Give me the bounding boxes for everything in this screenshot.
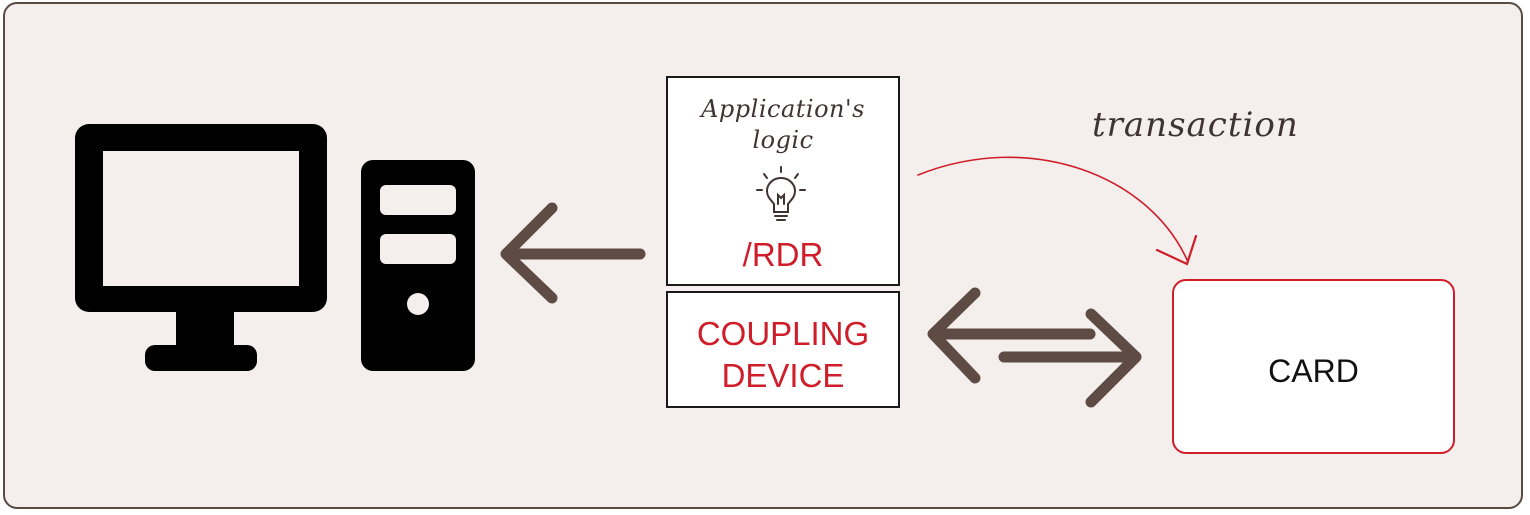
card-label: CARD — [1268, 353, 1359, 389]
application-logic-box: Application's logic — [666, 76, 900, 286]
lightbulb-icon — [752, 164, 810, 229]
transaction-label: transaction — [1092, 105, 1299, 145]
monitor-icon — [75, 124, 327, 371]
coupling-device-label: COUPLING DEVICE — [696, 315, 870, 394]
card-box: CARD — [1172, 279, 1455, 454]
transaction-arrow — [917, 156, 1198, 266]
bidirectional-arrow — [927, 287, 1142, 408]
application-logic-label: Application's logic — [701, 95, 865, 154]
coupling-device-box: COUPLING DEVICE — [666, 291, 900, 408]
rdr-label: /RDR — [742, 236, 824, 273]
computer-tower-icon — [361, 160, 475, 371]
arrow-to-computer — [500, 202, 646, 304]
